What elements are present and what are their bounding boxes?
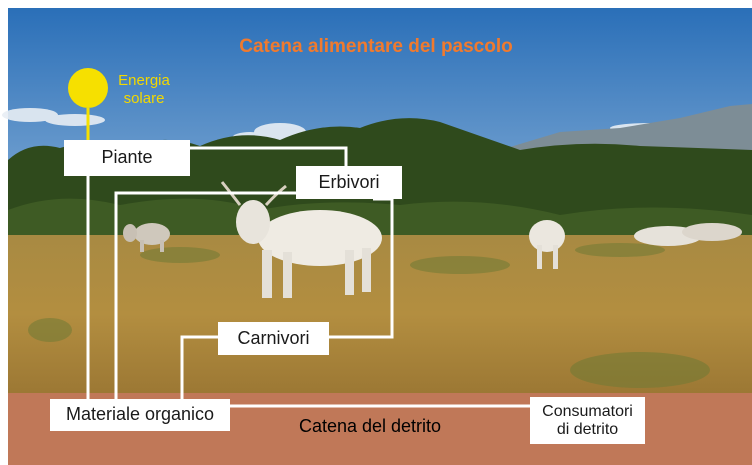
sun-icon: [68, 68, 108, 108]
cow-left: [123, 223, 170, 252]
erbivori-to-carnivori-line: [329, 197, 394, 339]
cow-right-standing: [529, 220, 565, 269]
erbivori-to-materiale-line: [114, 191, 296, 402]
connector-lines: [86, 108, 530, 408]
grass-patches: [28, 243, 710, 388]
node-materiale-organico: Materiale organico: [50, 399, 230, 431]
node-piante: Piante: [64, 140, 190, 176]
sun-label-line-2: solare: [123, 90, 165, 107]
cows-right-lying: [634, 223, 742, 246]
node-consumatori-di-detrito: Consumatori di detrito: [530, 397, 645, 444]
sun-label-line-1: Energia: [118, 72, 170, 89]
carnivori-to-materiale-line: [180, 335, 218, 402]
node-erbivori: Erbivori: [296, 166, 402, 199]
piante-to-erbivori-line: [190, 146, 348, 166]
cow-main: [220, 181, 382, 298]
diagram-title: Catena alimentare del pascolo: [239, 36, 513, 57]
consumatori-line-2: di detrito: [556, 420, 619, 438]
node-carnivori: Carnivori: [218, 322, 329, 355]
sun-label: Energia solare: [108, 72, 180, 108]
band-label: Catena del detrito: [298, 416, 442, 436]
consumatori-line-1: Consumatori: [542, 402, 633, 420]
